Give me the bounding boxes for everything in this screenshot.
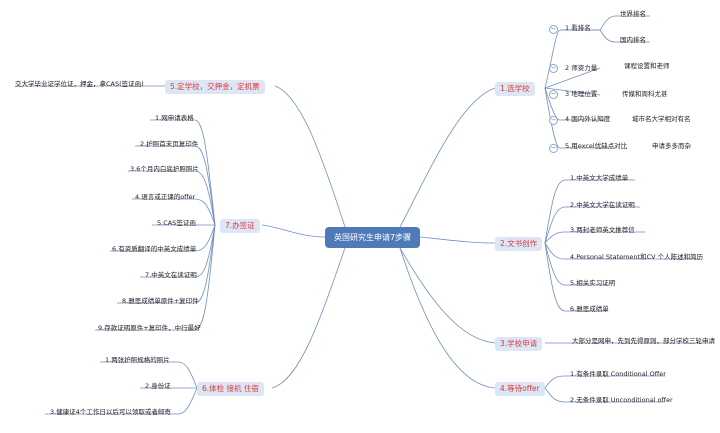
b6-item-health: 3.健康证4个工作日以后可以领取或者邮寄 [50, 408, 171, 416]
collapse-handle[interactable]: − [549, 64, 558, 73]
collapse-handle[interactable]: − [549, 90, 558, 99]
b1-item-excel: 5.用excel优缺点对比 [565, 142, 628, 150]
b7-item-offer: 4.语言或正课的offer [135, 193, 196, 201]
b1-note-many: 申请多多而杂 [652, 142, 691, 150]
b7-item-enrollment: 7.中英文在读证明 [145, 271, 197, 279]
b3-item-online: 大部分是网申，先到先得原则，部分学校三轮申请 [572, 337, 715, 345]
b4-item-conditional: 1.有条件录取 Conditional Offer [570, 370, 666, 378]
b7-item-passport: 2.护照首末页复印件 [140, 140, 199, 148]
b7-item-cas: 5.CAS签证函 [157, 219, 196, 227]
branch-confirm[interactable]: 5.定学校，交押金，定机票 [165, 80, 265, 94]
b2-item-transcripts: 1.中英文大学成绩单 [570, 174, 629, 182]
collapse-handle[interactable]: − [549, 144, 558, 153]
b7-item-deposit: 9.存款证明原件+复印件，中行最好 [98, 324, 201, 332]
branch-visa[interactable]: 7.办签证 [220, 219, 260, 233]
collapse-handle[interactable]: − [549, 25, 558, 34]
collapse-handle[interactable]: − [549, 116, 558, 125]
b1-item-recognition: 4 国内外认知度 [565, 115, 611, 123]
b1-note-media: 传媒和周科尤甚 [622, 90, 668, 98]
b1-item-location: 3 地理位置 [565, 90, 598, 98]
b6-item-photos: 1.两张护照规格的照片 [105, 356, 170, 364]
branch-offer[interactable]: 4.等待offer [495, 382, 545, 396]
b7-item-ielts: 8.雅思成绩单原件+复印件 [122, 297, 199, 305]
branch-health[interactable]: 6.体检 接机 住宿 [197, 382, 264, 396]
b6-item-id: 2.身份证 [145, 382, 171, 390]
b1-note-world-rank: 世界排名 [620, 10, 646, 18]
b4-item-unconditional: 2.无条件录取 Unconditional offer [570, 396, 673, 404]
root-topic[interactable]: 英国研究生申请7步骤 [325, 227, 420, 248]
branch-apply[interactable]: 3.学校申请 [495, 337, 543, 351]
b2-item-reference: 3.两封老师英文推荐信 [570, 226, 635, 234]
branch-documents[interactable]: 2.文书创作 [495, 237, 543, 251]
b2-item-ielts: 6.雅思成绩单 [570, 305, 609, 313]
b1-note-domestic-rank: 国内排名 [620, 36, 646, 44]
b7-item-form: 1.网申请表格 [155, 114, 194, 122]
b7-item-translation: 6.有资质翻译的中英文成绩单 [112, 245, 197, 253]
b1-item-faculty: 2 师资力量 [565, 64, 598, 72]
b1-item-ranking: 1 看排名 [565, 24, 591, 32]
b1-note-city: 城市名大学相对有名 [632, 115, 691, 123]
branch-choose-school[interactable]: 1.选学校 [495, 82, 535, 96]
b2-item-ps-cv: 4.Personal Statement和CV 个人陈述和简历 [570, 253, 704, 261]
b1-note-courses: 课程设置和老师 [624, 62, 670, 70]
b2-item-enrollment: 2.中英文大学在读证明 [570, 201, 635, 209]
b7-item-photo: 3.6个月内白底护照照片 [130, 165, 199, 173]
b2-item-internship: 5.相关实习证明 [570, 279, 616, 287]
b5-item-cas: 交大学毕业证学位证，押金，拿CAS(签证函) [15, 80, 144, 88]
